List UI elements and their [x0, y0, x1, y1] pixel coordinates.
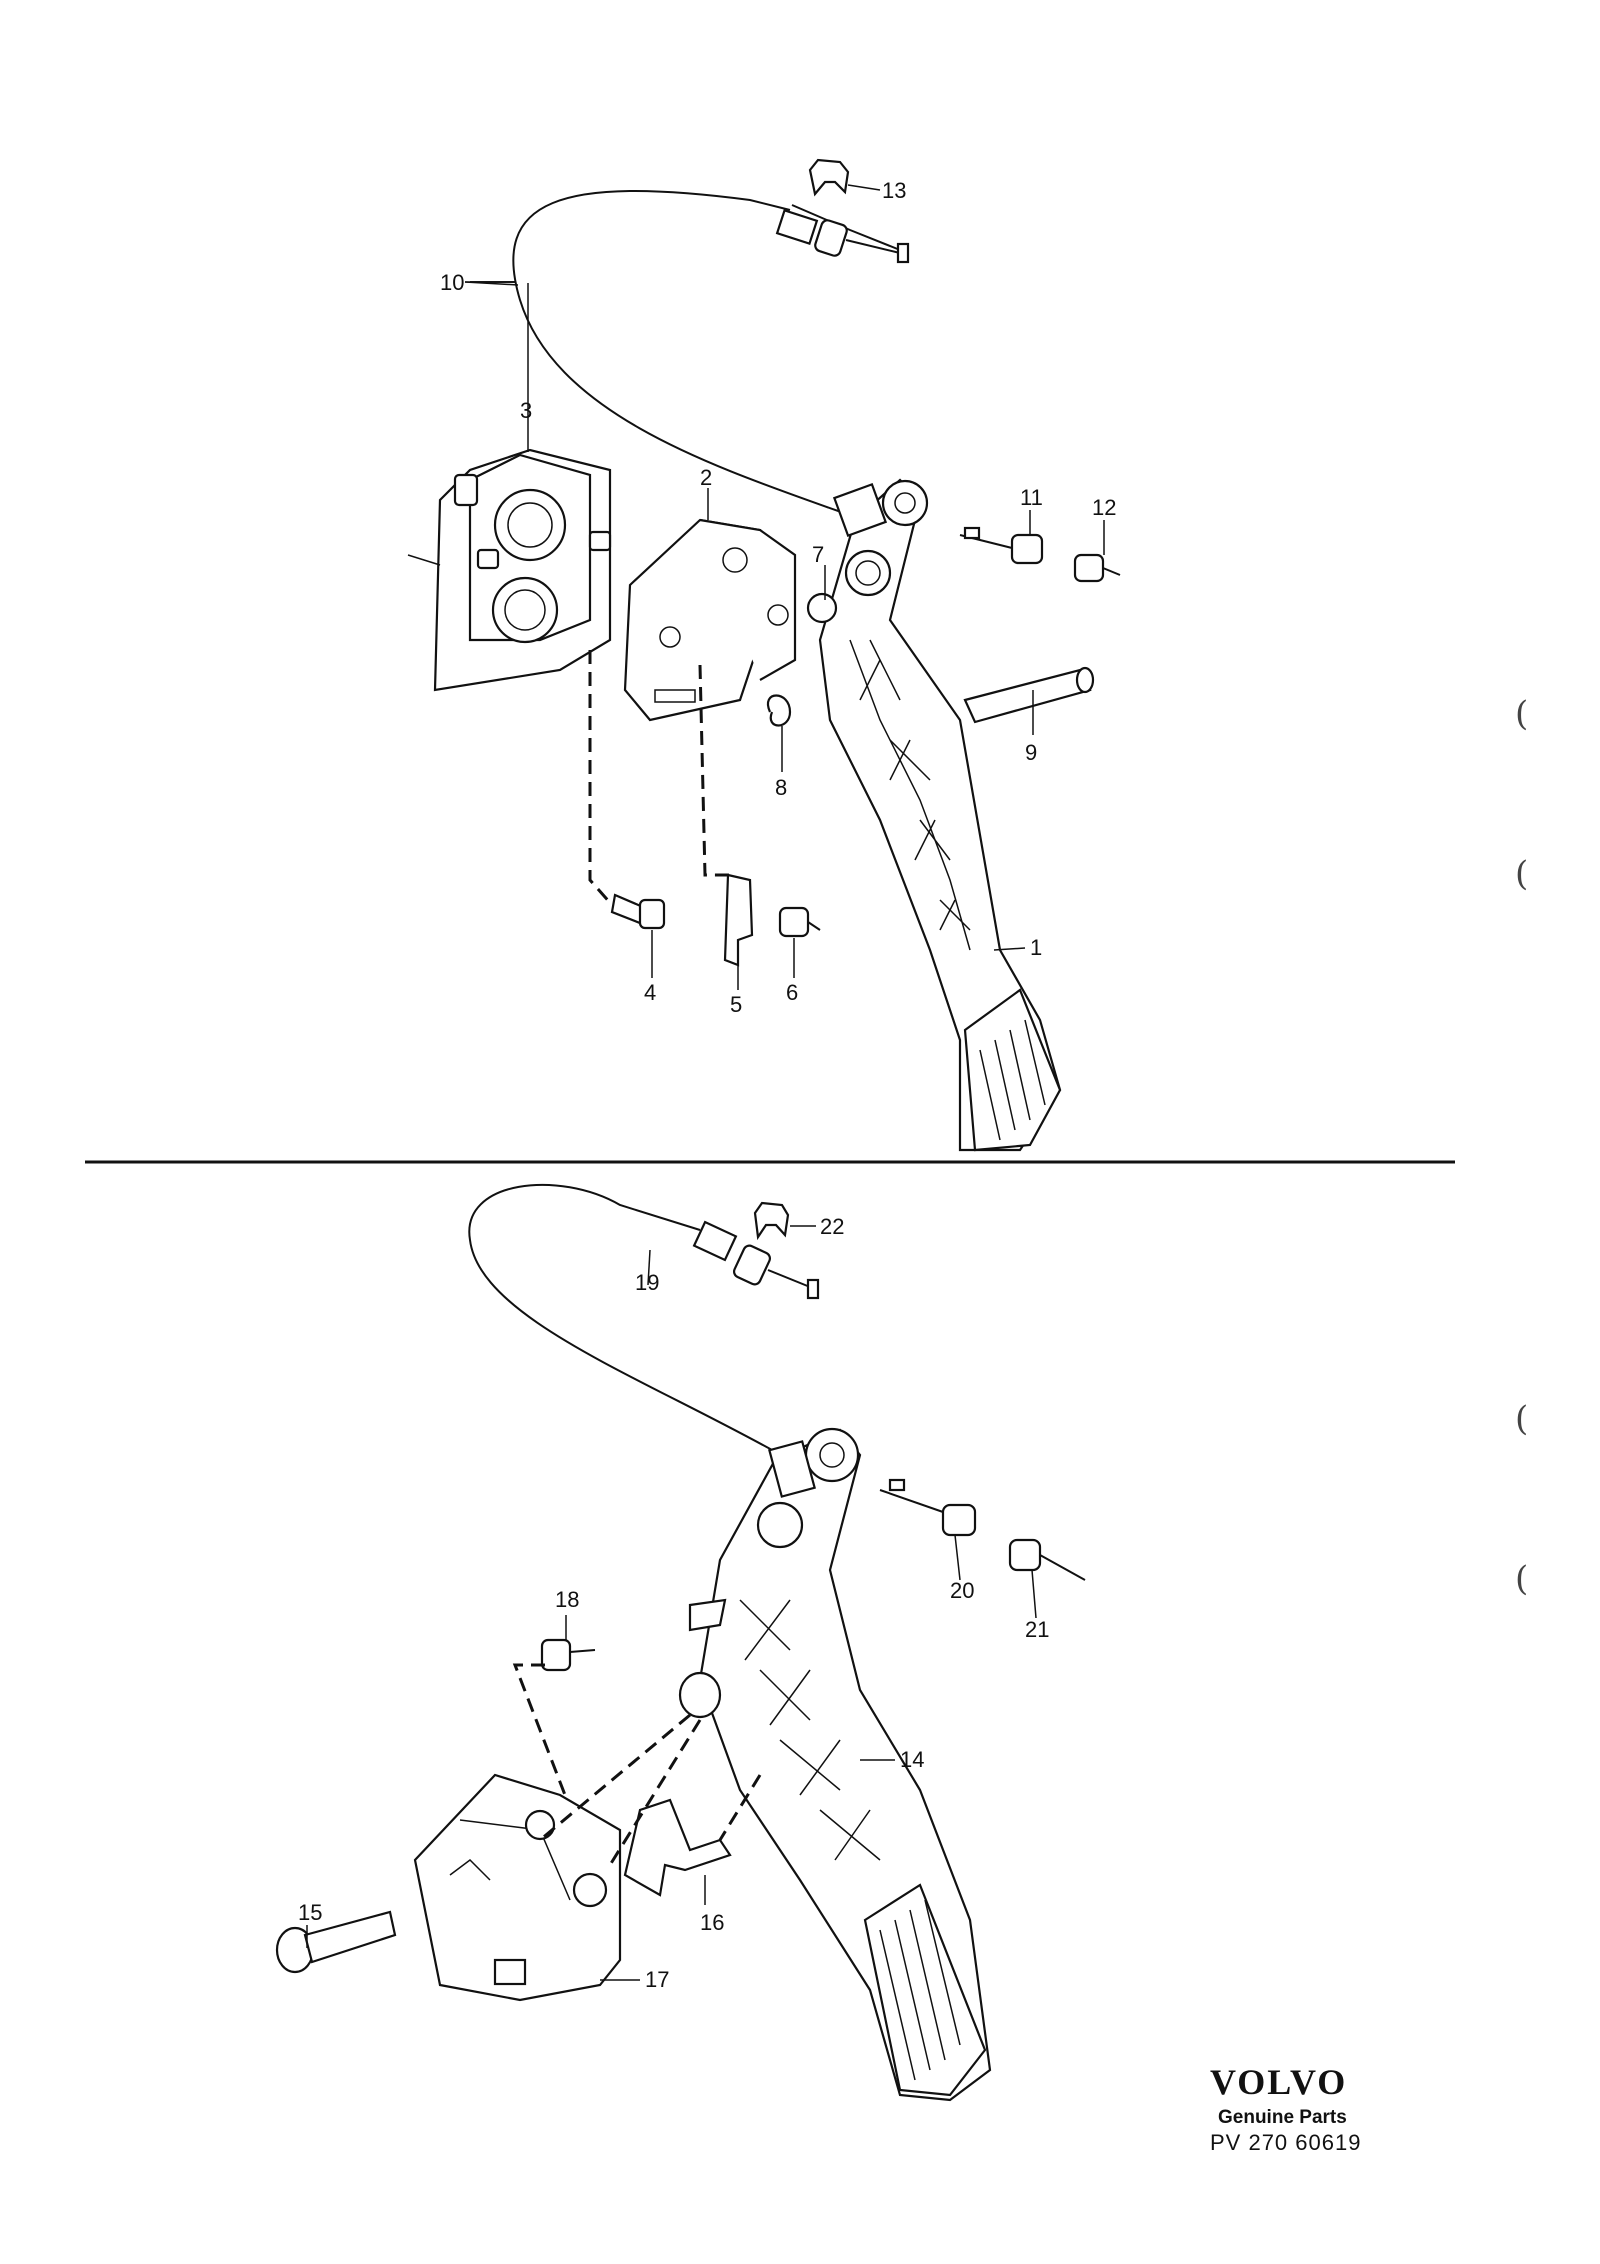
- brand-block: VOLVO Genuine Parts PV 270 60619: [1210, 2062, 1361, 2155]
- cable-end-fitting-bottom: [692, 1220, 820, 1300]
- pivot-shaft-9: [963, 666, 1095, 724]
- margin-mark: (: [1515, 694, 1528, 734]
- top-assembly: [407, 158, 1121, 1152]
- margin-mark: (: [1515, 1399, 1528, 1439]
- mounting-plate-3: [433, 448, 612, 692]
- nut-20: [941, 1503, 977, 1537]
- throttle-cable-bottom: [468, 1183, 791, 1461]
- margin-mark: (: [1515, 1559, 1528, 1599]
- label-3: 3: [520, 398, 532, 423]
- clip-5: [723, 873, 754, 967]
- label-1: 1: [1030, 935, 1042, 960]
- clip-22: [753, 1201, 790, 1241]
- label-17: 17: [645, 1967, 669, 1992]
- accelerator-pedal-1: [818, 478, 1062, 1152]
- throttle-cable-top: [512, 190, 891, 531]
- nut-11: [959, 526, 1044, 565]
- bottom-assembly: [275, 1183, 1086, 2102]
- label-18: 18: [555, 1587, 579, 1612]
- pivot-pin-15: [275, 1910, 397, 1974]
- bushing-7: [806, 592, 838, 624]
- genuine-parts-text: Genuine Parts: [1218, 2107, 1347, 2128]
- label-13: 13: [882, 178, 906, 203]
- return-spring-16: [623, 1798, 732, 1897]
- accelerator-pedal-14: [678, 1427, 992, 2102]
- label-8: 8: [775, 775, 787, 800]
- pedal-bracket-17: [413, 1773, 622, 2002]
- clip-13: [808, 158, 850, 197]
- label-12: 12: [1092, 495, 1116, 520]
- margin-mark: (: [1515, 854, 1528, 894]
- nut-18: [540, 1638, 572, 1672]
- label-4: 4: [644, 980, 656, 1005]
- label-7: 7: [812, 542, 824, 567]
- label-2: 2: [700, 465, 712, 490]
- bolt-12: [1073, 553, 1121, 583]
- bolt-21: [1008, 1538, 1042, 1572]
- label-9: 9: [1025, 740, 1037, 765]
- cable-end-fitting-top: [775, 208, 910, 264]
- nut-6: [778, 906, 810, 938]
- bolt-4: [610, 893, 666, 930]
- volvo-logo: VOLVO: [1210, 2062, 1347, 2102]
- label-19: 19: [635, 1270, 659, 1295]
- diagram-code: PV 270 60619: [1210, 2130, 1361, 2155]
- label-21: 21: [1025, 1617, 1049, 1642]
- pedal-housing-2: [623, 518, 797, 722]
- spring-8: [766, 694, 792, 727]
- label-22: 22: [820, 1214, 844, 1239]
- label-10: 10: [440, 270, 464, 295]
- label-20: 20: [950, 1578, 974, 1603]
- label-5: 5: [730, 992, 742, 1017]
- label-14: 14: [900, 1747, 924, 1772]
- label-16: 16: [700, 1910, 724, 1935]
- label-15: 15: [298, 1900, 322, 1925]
- label-6: 6: [786, 980, 798, 1005]
- label-11: 11: [1020, 485, 1043, 510]
